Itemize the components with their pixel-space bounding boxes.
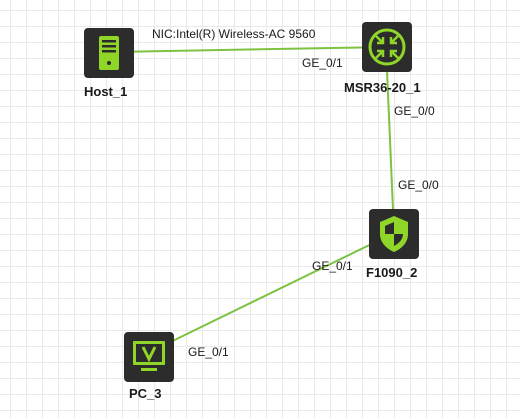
- port-label-msr-ge00: GE_0/0: [394, 104, 435, 118]
- router-icon: [362, 22, 412, 72]
- port-label-f1090-ge00: GE_0/0: [398, 178, 439, 192]
- device-name-f1090-2: F1090_2: [366, 265, 418, 280]
- link-msr-f1090[interactable]: [385, 46, 395, 234]
- server-icon: [84, 28, 134, 78]
- monitor-icon: [124, 332, 174, 382]
- link-host1-msr[interactable]: [109, 46, 387, 53]
- port-label-pc3-ge01: GE_0/1: [188, 345, 229, 359]
- device-pc-3[interactable]: PC_3: [124, 332, 174, 404]
- device-name-msr36-20-1: MSR36-20_1: [344, 80, 421, 95]
- device-msr36-20-1[interactable]: MSR36-20_1: [344, 22, 452, 100]
- device-name-pc-3: PC_3: [129, 386, 162, 401]
- device-name-host-1: Host_1: [84, 84, 128, 99]
- port-label-host1-nic: NIC:Intel(R) Wireless-AC 9560: [152, 27, 316, 41]
- firewall-shield-icon: [369, 209, 419, 259]
- port-label-f1090-ge01: GE_0/1: [312, 259, 353, 273]
- port-label-msr-ge01: GE_0/1: [302, 56, 343, 70]
- device-f1090-2[interactable]: F1090_2: [366, 209, 439, 285]
- device-host-1[interactable]: Host_1: [84, 28, 134, 100]
- link-f1090-pc3[interactable]: [149, 232, 395, 353]
